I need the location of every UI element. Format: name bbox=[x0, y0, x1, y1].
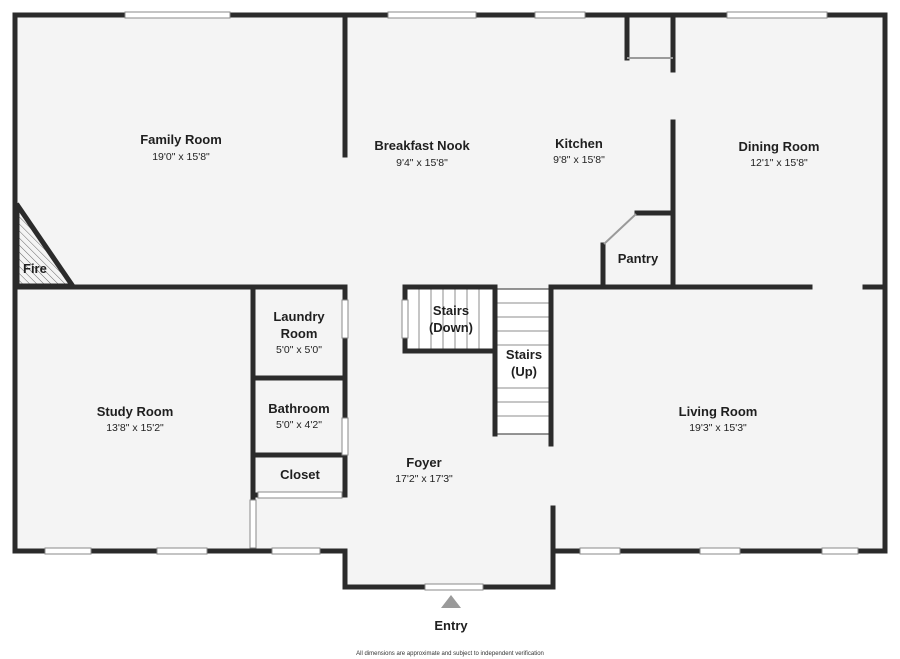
living-room-dims: 19'3" x 15'3" bbox=[689, 422, 747, 434]
study-room-dims: 13'8" x 15'2" bbox=[106, 422, 164, 434]
kitchen-dims: 9'8" x 15'8" bbox=[553, 154, 605, 166]
dining-room-name: Dining Room bbox=[739, 139, 820, 154]
stairs-down-name-line2: (Down) bbox=[429, 320, 473, 335]
laundry-room-name-line1: Laundry bbox=[273, 309, 325, 324]
stairs-down-name-line1: Stairs bbox=[433, 303, 469, 318]
breakfast-nook-dims: 9'4" x 15'8" bbox=[396, 157, 448, 169]
entry-arrow-icon bbox=[441, 595, 461, 608]
family-room-name: Family Room bbox=[140, 132, 222, 147]
dining-room-dims: 12'1" x 15'8" bbox=[750, 157, 808, 169]
foyer-name: Foyer bbox=[406, 455, 441, 470]
living-room-name: Living Room bbox=[679, 404, 758, 419]
stairs-up-name-line1: Stairs bbox=[506, 347, 542, 362]
entry-label: Entry bbox=[434, 618, 468, 633]
family-room-dims: 19'0" x 15'8" bbox=[152, 151, 210, 163]
bathroom-name: Bathroom bbox=[268, 401, 329, 416]
study-room-name: Study Room bbox=[97, 404, 174, 419]
windows bbox=[44, 11, 859, 591]
foyer-dims: 17'2" x 17'3" bbox=[395, 473, 453, 485]
kitchen-name: Kitchen bbox=[555, 136, 603, 151]
bathroom-dims: 5'0" x 4'2" bbox=[276, 419, 322, 431]
pantry-name: Pantry bbox=[618, 251, 659, 266]
laundry-room-dims: 5'0" x 5'0" bbox=[276, 344, 322, 356]
pantry-door bbox=[603, 213, 637, 245]
breakfast-nook-name: Breakfast Nook bbox=[374, 138, 470, 153]
stairs-down-treads bbox=[406, 288, 496, 352]
fire-label: Fire bbox=[23, 261, 47, 276]
disclaimer-text: All dimensions are approximate and subje… bbox=[356, 651, 544, 657]
stairs-up-name-line2: (Up) bbox=[511, 364, 537, 379]
laundry-room-name-line2: Room bbox=[281, 326, 318, 341]
closet-name: Closet bbox=[280, 467, 320, 482]
